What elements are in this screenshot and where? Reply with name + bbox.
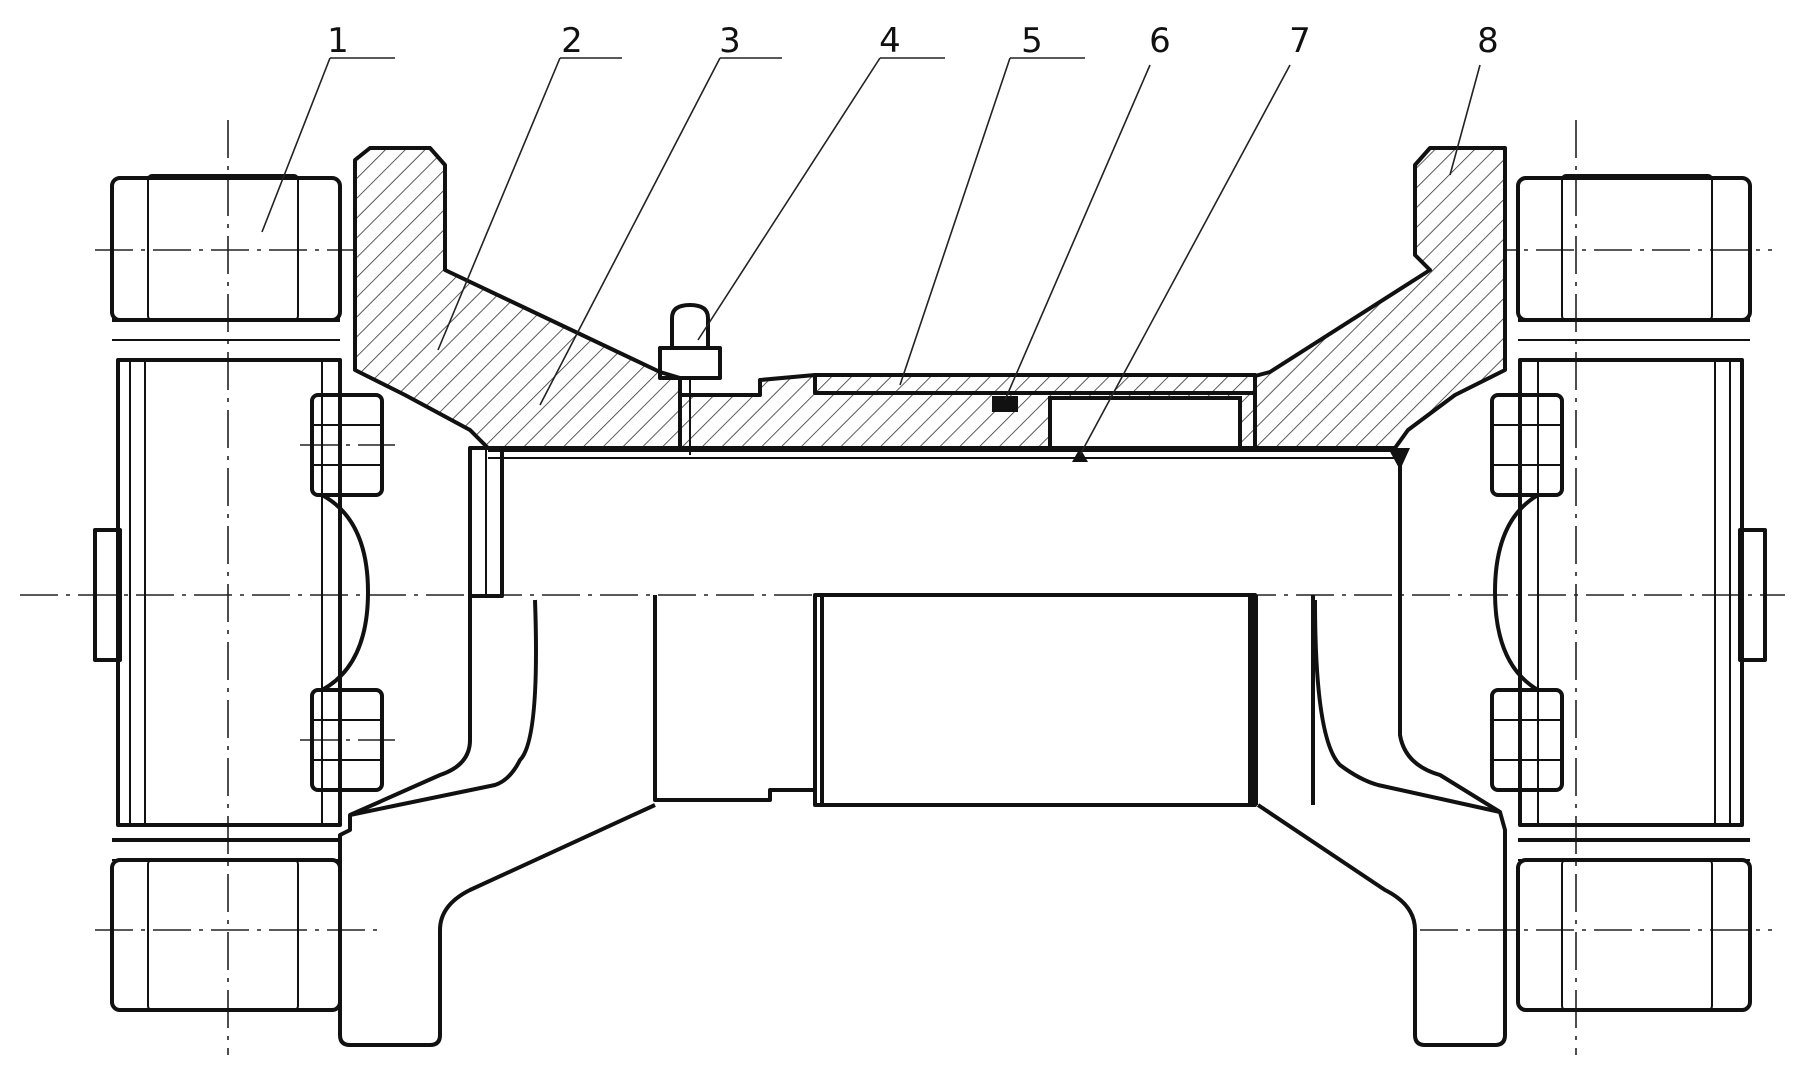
left-end-cap	[93, 174, 342, 1012]
right-end-cap	[1516, 174, 1767, 1012]
part-label-3: 3	[719, 21, 741, 61]
left-hub-lower-inner	[349, 599, 538, 817]
leader-1	[261, 57, 331, 233]
part-label-7: 7	[1289, 21, 1311, 61]
left-upper-cap-body	[110, 176, 342, 322]
left-hub-lower-outline	[338, 596, 656, 1047]
left-bolts	[310, 393, 384, 792]
left-saddle-cutout	[321, 493, 370, 692]
right-hub-upper-section	[1238, 146, 1507, 450]
right-bolts	[1490, 393, 1564, 792]
seal-ring-marker	[992, 396, 1018, 412]
leader-8	[1449, 64, 1481, 176]
grease-nipple	[658, 303, 722, 455]
part-labels: 1 2 3 4 5 6 7 8	[327, 21, 1499, 61]
leader-3	[539, 57, 721, 406]
right-upper-cap-body	[1516, 176, 1752, 322]
center-barrel	[653, 593, 1315, 807]
left-lower-nut	[310, 688, 384, 792]
right-hub-lower-inner	[1313, 599, 1501, 814]
leader-7	[1079, 64, 1291, 456]
leader-2	[437, 57, 561, 351]
right-saddle-cutout	[1493, 493, 1540, 692]
right-lower-nut	[1490, 688, 1564, 792]
right-upper-nut	[1490, 393, 1564, 497]
right-cap-column	[1518, 358, 1744, 827]
right-weld-mark	[1388, 448, 1410, 470]
right-cap-tab	[1738, 528, 1767, 662]
left-upper-nut	[310, 393, 384, 497]
leader-lines	[261, 57, 1481, 456]
left-cap-tab	[93, 528, 122, 662]
left-cap-column	[116, 358, 342, 827]
axle	[468, 446, 1410, 598]
part-label-8: 8	[1477, 21, 1499, 61]
part-label-6: 6	[1149, 21, 1171, 61]
part-label-2: 2	[561, 21, 583, 61]
leader-4	[697, 57, 881, 341]
center-shell-window	[1048, 396, 1242, 450]
part-label-1: 1	[327, 21, 349, 61]
part-label-4: 4	[879, 21, 901, 61]
right-lower-cap-inner	[1561, 859, 1713, 1011]
barrel-right-rim	[1248, 595, 1258, 805]
right-upper-cap-inner	[1561, 174, 1713, 321]
grease-nipple-head	[670, 303, 710, 350]
barrel-left-step	[653, 595, 815, 802]
right-hub-lower-outline	[1256, 596, 1507, 1047]
right-lower-cap-body	[1516, 858, 1752, 1012]
part-label-5: 5	[1021, 21, 1043, 61]
barrel-body	[813, 593, 1257, 807]
center-shell-sleeve	[813, 373, 1257, 395]
left-hub-upper-section	[353, 146, 682, 450]
leader-6	[1004, 64, 1151, 401]
left-lower-cap-body	[110, 858, 342, 1012]
leader-5	[899, 57, 1011, 386]
left-lower-cap-inner	[147, 859, 299, 1011]
